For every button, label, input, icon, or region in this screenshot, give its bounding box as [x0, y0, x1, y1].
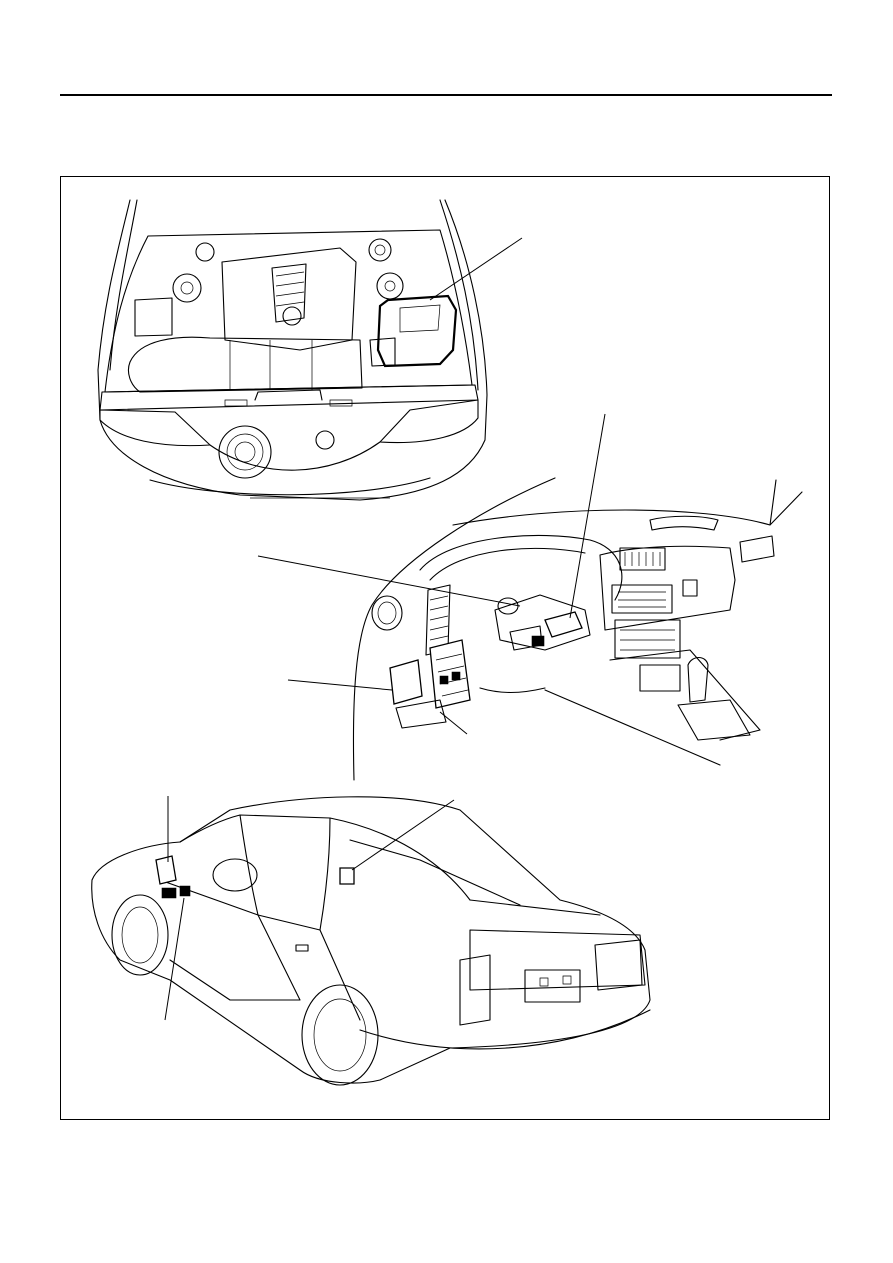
leader-lower-bracket	[440, 712, 467, 734]
ignition-switch	[545, 612, 582, 637]
leader-junction-block	[288, 680, 392, 690]
car-body	[92, 797, 650, 1083]
front-bumper	[150, 478, 430, 495]
trunk-lid-front	[470, 900, 600, 915]
shift-lever	[688, 658, 708, 703]
leader-door-switch	[165, 898, 184, 1020]
center-vent	[620, 548, 665, 570]
radiator-support	[100, 385, 478, 410]
lower-bracket	[396, 700, 446, 728]
leader-engine-box	[430, 238, 522, 300]
audio-unit	[612, 585, 672, 613]
rear-glass	[350, 840, 520, 905]
right-vent	[740, 536, 774, 562]
engine-relay-box	[378, 296, 456, 366]
right-fender-edge	[440, 200, 478, 390]
shift-gate	[678, 700, 750, 740]
pillar-edge	[770, 480, 776, 525]
leader-combination-switch	[258, 556, 520, 606]
horn	[316, 431, 334, 449]
intake-plenum	[272, 264, 306, 322]
rear-bumper	[360, 1010, 650, 1049]
license-plate	[525, 970, 580, 1002]
front-door	[160, 880, 300, 1000]
floor-edge	[545, 690, 720, 765]
hood-latch	[255, 390, 322, 400]
leader-rear-pillar	[352, 800, 454, 870]
door-switch-right	[180, 886, 190, 896]
relay-block	[390, 660, 422, 704]
front-wheel	[112, 895, 168, 975]
battery	[135, 298, 172, 336]
left-strut-tower	[173, 274, 201, 302]
rear-door	[258, 915, 360, 1020]
steering-wheel-inner	[430, 548, 585, 580]
right-strut-tower	[377, 273, 403, 299]
brake-booster	[369, 239, 391, 261]
door-handle	[296, 945, 308, 951]
defroster-vent	[650, 516, 718, 530]
engine-compartment-view	[98, 200, 522, 500]
roof-line	[180, 815, 470, 900]
ashtray	[640, 665, 680, 691]
a-pillar	[240, 815, 258, 915]
steering-column-cover	[495, 595, 590, 650]
right-tail-lamp	[595, 940, 642, 990]
knee-bolster	[480, 688, 545, 693]
left-round-vent	[372, 596, 402, 630]
interior-steering-wheel	[213, 859, 257, 891]
climate-control	[615, 620, 680, 658]
panel-top	[453, 492, 802, 525]
rear-pillar-component	[340, 868, 354, 884]
panel-left-edge	[353, 478, 555, 780]
air-intake-duct	[128, 337, 362, 392]
fuse-block	[370, 338, 395, 366]
grille	[210, 442, 380, 470]
vehicle-exterior-view	[92, 796, 650, 1085]
rear-wheel	[302, 985, 378, 1085]
engine-cover	[222, 248, 356, 350]
center-console	[610, 650, 760, 740]
steering-wheel-rim	[420, 535, 622, 600]
left-tail-lamp	[460, 955, 490, 1025]
center-stack	[600, 546, 735, 630]
trunk	[470, 930, 645, 990]
b-pillar	[320, 818, 330, 930]
column-connector	[532, 636, 544, 646]
instrument-panel-view	[258, 414, 802, 780]
hazard-switch	[683, 580, 697, 596]
body-outline	[98, 200, 487, 500]
cooling-fan	[219, 426, 271, 478]
header-rule	[60, 94, 832, 96]
door-mirror	[156, 856, 176, 884]
leader-steering-column	[570, 414, 605, 618]
right-headlamp	[380, 400, 478, 443]
brake-reservoir	[196, 243, 214, 261]
figure-frame	[60, 176, 830, 1120]
emblem	[283, 307, 301, 325]
junction-block	[430, 640, 470, 708]
left-headlamp	[100, 410, 210, 446]
door-switch-left	[162, 888, 176, 898]
